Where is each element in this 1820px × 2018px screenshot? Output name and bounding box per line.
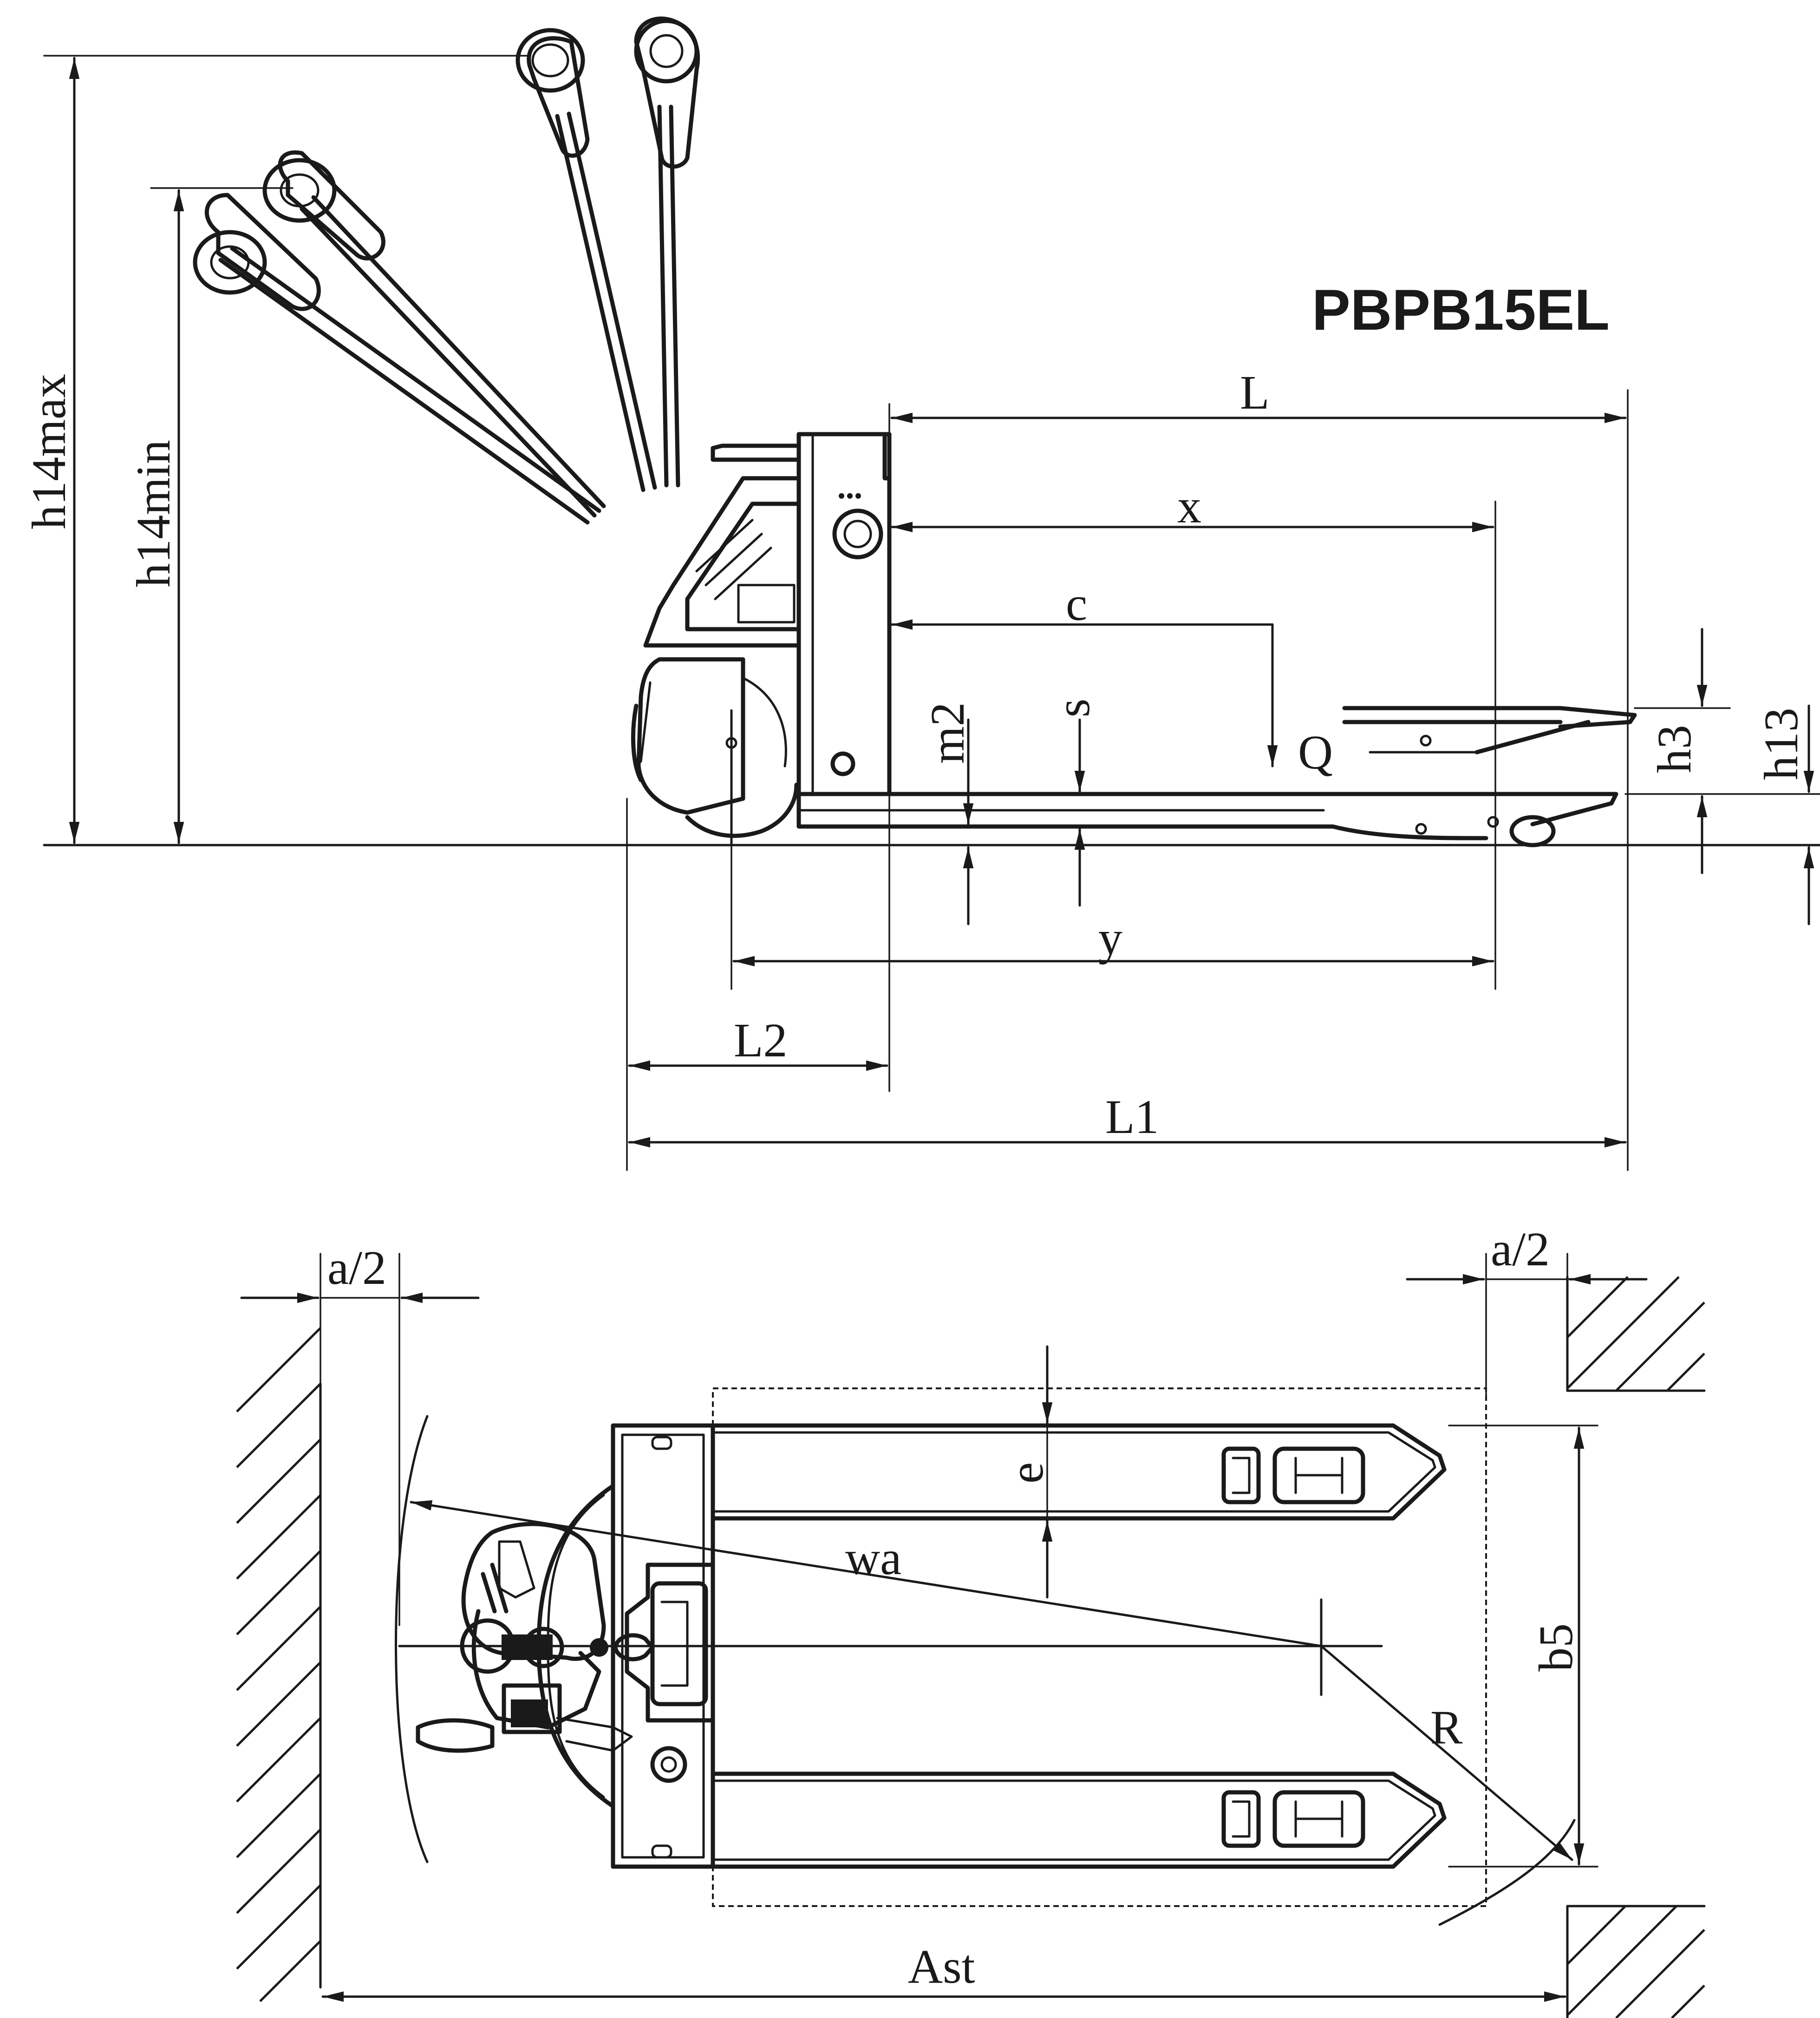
dim-label-Ast: Ast xyxy=(908,1940,975,1993)
dim-label-L1: L1 xyxy=(1105,1090,1159,1144)
wall-right-top xyxy=(1566,1276,1706,1392)
dim-label-R: R xyxy=(1430,1701,1463,1754)
dim-label-c: c xyxy=(1066,577,1087,631)
dim-label-L2: L2 xyxy=(734,1014,788,1067)
dim-label-h3: h3 xyxy=(1648,725,1701,773)
turning-arc-right xyxy=(1438,1819,1576,1926)
top-view: a/2 a/2 e wa b5 R Ast xyxy=(236,1223,1706,2018)
dim-label-e: e xyxy=(1000,1462,1053,1484)
dim-label-h13: h13 xyxy=(1755,708,1808,780)
dim-label-y: y xyxy=(1098,911,1122,965)
dim-label-L: L xyxy=(1240,366,1270,419)
dim-label-a2-right: a/2 xyxy=(1491,1223,1550,1276)
tiller-handle-3 xyxy=(515,28,657,492)
dim-label-a2-left: a/2 xyxy=(327,1241,386,1295)
dim-label-h14max: h14max xyxy=(22,374,76,529)
dim-label-h14min: h14min xyxy=(127,440,180,587)
dim-label-Q: Q xyxy=(1298,726,1333,779)
tiller-handle-2 xyxy=(262,150,606,518)
fork-top xyxy=(611,1423,1447,1521)
tiller-handle-1 xyxy=(193,193,601,525)
tiller-positions xyxy=(193,16,700,525)
fork-bottom xyxy=(611,1771,1447,1869)
wall-left xyxy=(236,1327,322,2002)
truck-body-side xyxy=(631,432,1637,847)
wall-right-bottom xyxy=(1566,1905,1706,2018)
model-title: PBPB15EL xyxy=(1312,278,1610,342)
turning-arc-left xyxy=(395,1415,429,1863)
side-view-dimensions xyxy=(43,55,1820,1171)
dim-label-m2: m2 xyxy=(921,702,974,764)
dim-label-wa: wa xyxy=(845,1531,901,1585)
tiller-handle-4 xyxy=(634,16,700,488)
dim-label-b5: b5 xyxy=(1529,1623,1583,1672)
side-view: L x c Q y L2 L1 s m2 h3 h13 h14max h14mi… xyxy=(22,16,1820,1171)
dim-label-x: x xyxy=(1177,480,1201,533)
dim-label-s: s xyxy=(1046,699,1100,717)
